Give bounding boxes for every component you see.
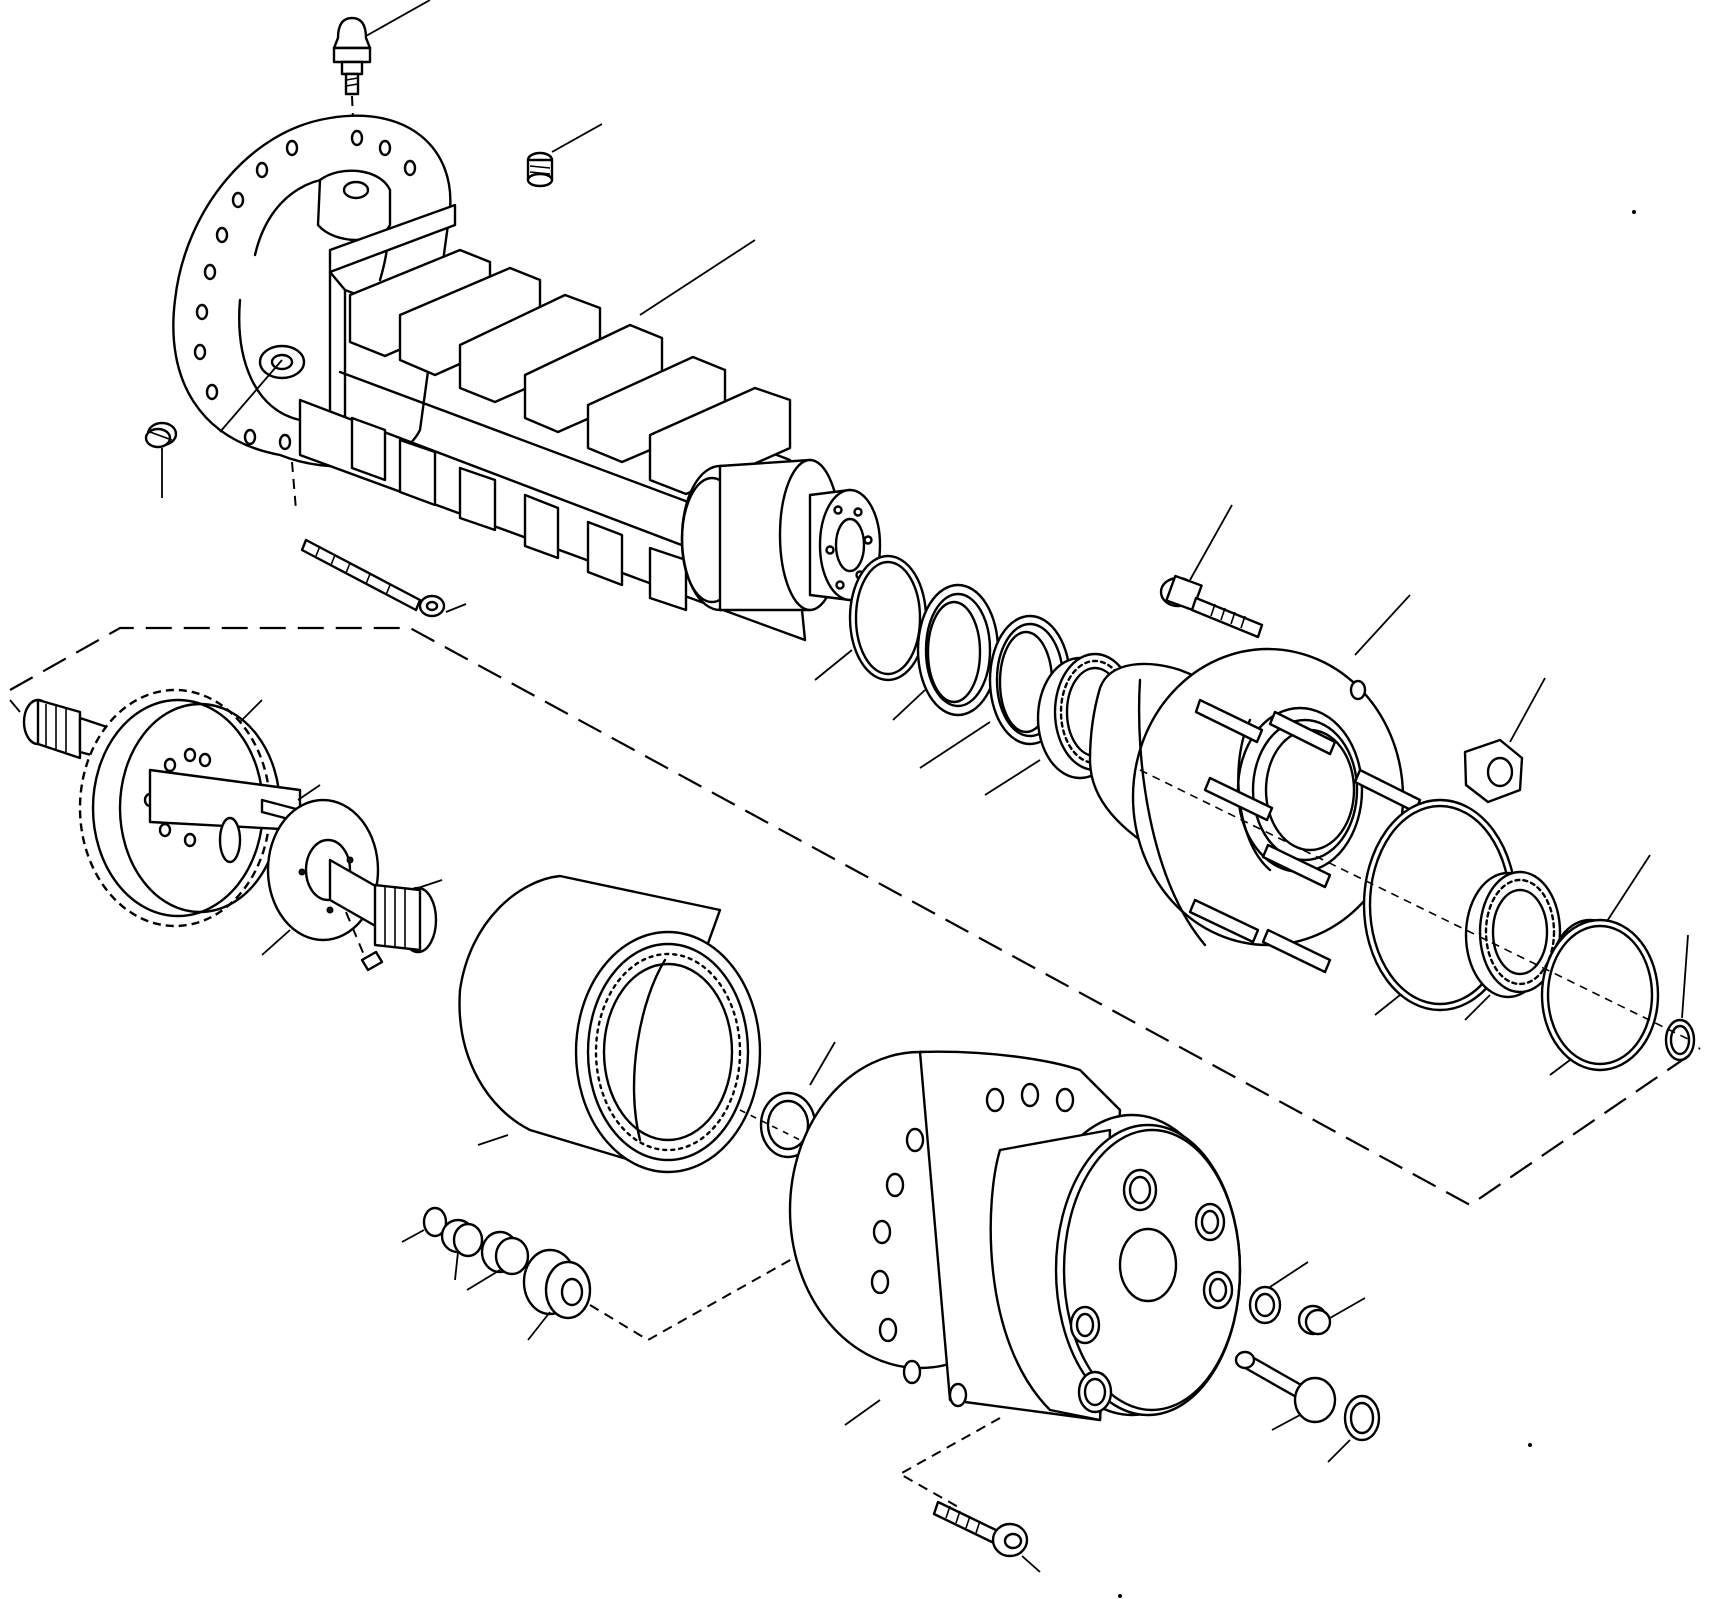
planet-carrier	[788, 1050, 1242, 1426]
planetary-gear-shaft	[9, 688, 443, 972]
drain-plug	[144, 359, 283, 498]
o-ring-carrier	[1327, 1394, 1381, 1463]
hub-bolt	[1159, 504, 1264, 639]
axle-spindle	[680, 458, 882, 612]
assembly-path-upper	[9, 626, 1701, 1207]
pin-shaft	[1234, 1350, 1337, 1431]
spindle-seals	[814, 554, 1072, 769]
assembly-path-bolt	[897, 1417, 1001, 1509]
drain-plug-carrier	[1297, 1297, 1366, 1336]
flange-bolt-holes	[193, 129, 417, 451]
cooling-fins	[348, 248, 792, 612]
ring-gear	[458, 874, 762, 1174]
breather-plug	[526, 123, 603, 188]
stud-and-nut	[291, 461, 467, 618]
assembly-path-carrier	[589, 1249, 809, 1342]
hub-nut	[1463, 677, 1546, 804]
plug-washer	[1248, 1261, 1309, 1325]
cap-screw	[932, 1500, 1041, 1573]
snap-ring	[1540, 918, 1660, 1076]
axle-housing	[172, 114, 882, 642]
o-ring-small	[1664, 934, 1696, 1062]
planet-gears	[401, 1206, 592, 1341]
wheel-hub	[1088, 594, 1422, 974]
grease-fitting	[332, 0, 431, 191]
outer-bearing	[1464, 870, 1562, 1021]
wheel-studs	[1188, 698, 1422, 974]
